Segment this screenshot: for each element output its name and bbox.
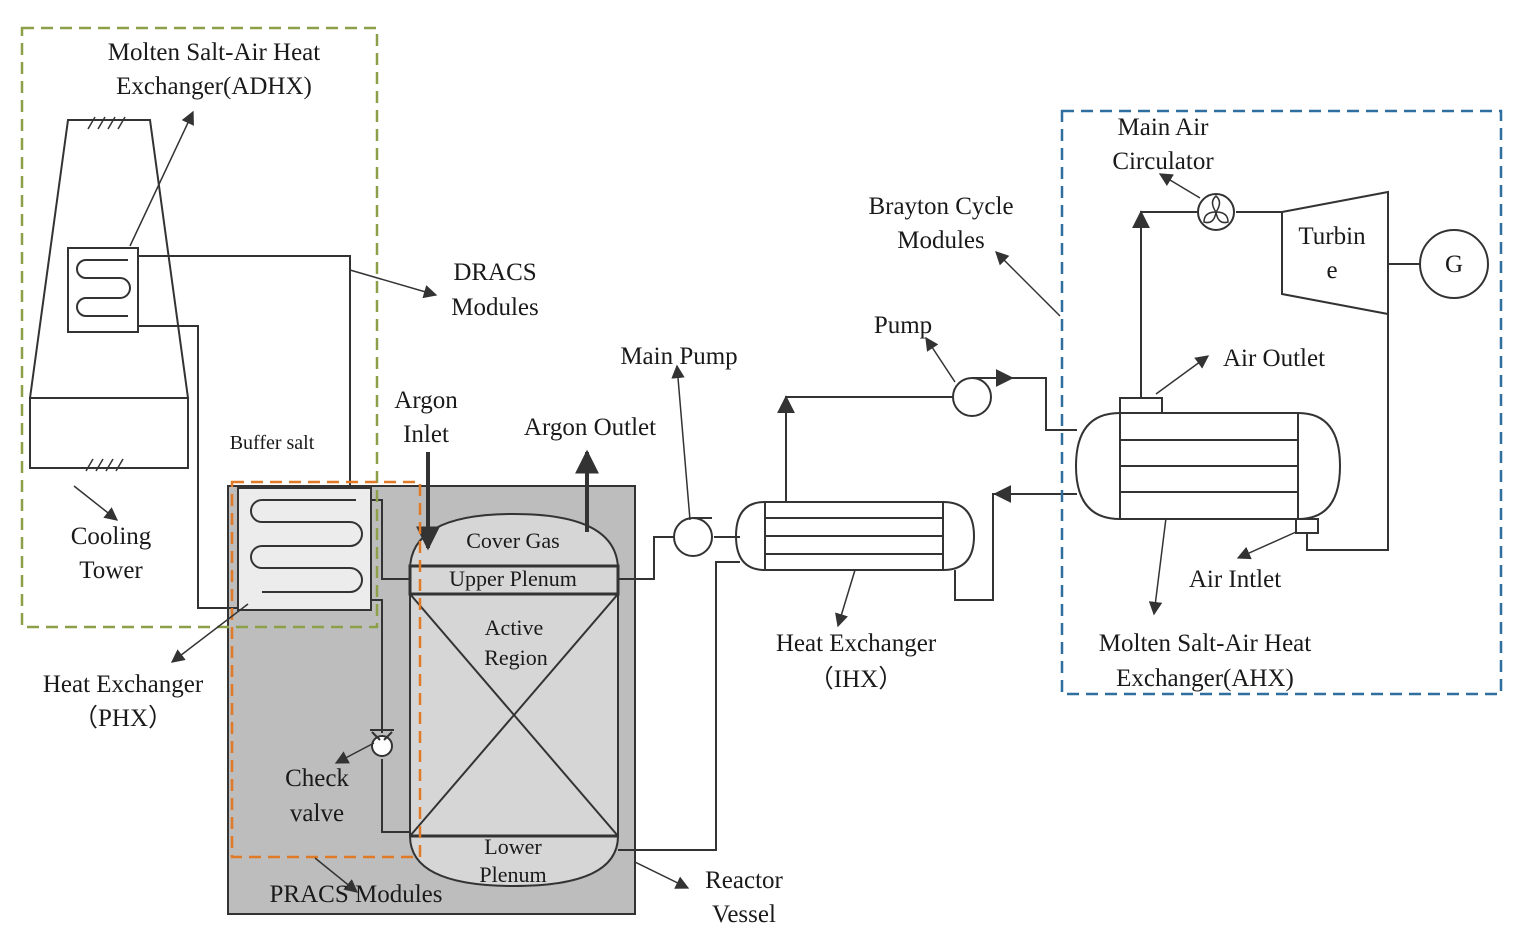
ahx-label-line2: Exchanger(AHX)	[1116, 665, 1294, 692]
pump-label: Pump	[874, 312, 932, 339]
brayton-label-line2: Modules	[897, 227, 985, 254]
generator-icon	[1419, 229, 1489, 299]
adhx-coil	[67, 247, 139, 333]
adhx-label-line2: Exchanger(ADHX)	[116, 73, 312, 100]
ahx-label-line1: Molten Salt-Air Heat	[1099, 630, 1312, 657]
tower-top-hatch	[87, 116, 126, 130]
fan-icon	[1197, 193, 1235, 231]
cooling-tower-label-line2: Tower	[79, 557, 143, 584]
main-air-circulator-label-line2: Circulator	[1112, 148, 1214, 175]
pump-icon	[952, 377, 992, 417]
active-region-diagonal-2	[409, 593, 619, 837]
primary-loop-piping	[618, 536, 740, 851]
reactor-vessel-label-line1: Reactor	[705, 867, 783, 894]
turbine-label-line1: Turbin	[1298, 223, 1366, 250]
turbine-icon	[1281, 190, 1389, 316]
check-valve-label-line1: Check	[285, 765, 349, 792]
pracs-module-border	[230, 480, 422, 859]
dracs-label-line2: Modules	[451, 294, 539, 321]
argon-inlet-label-line1: Argon	[394, 387, 458, 414]
ihx-exchanger	[734, 501, 976, 571]
active-region-label-line1: Active	[485, 615, 544, 640]
air-outlet-nozzle	[1119, 397, 1163, 414]
check-valve-icon	[370, 729, 394, 757]
ihx-label-line1: Heat Exchanger	[776, 630, 937, 657]
dracs-module-border	[20, 26, 379, 629]
lower-plenum-label-line1: Lower	[484, 834, 542, 859]
main-pump-icon	[673, 517, 713, 557]
dracs-label-line1: DRACS	[453, 259, 536, 286]
cooling-tower-label-line1: Cooling	[71, 523, 152, 550]
ahx-exchanger	[1074, 397, 1342, 534]
check-valve-label-line2: valve	[290, 800, 344, 827]
air-inlet-nozzle	[1295, 518, 1319, 534]
air-inlet-label: Air Intlet	[1189, 566, 1281, 593]
pracs-label: PRACS Modules	[270, 881, 443, 908]
upper-plenum-label: Upper Plenum	[449, 566, 577, 591]
argon-inlet-label-line2: Inlet	[403, 421, 449, 448]
callout-arrows	[73, 110, 1297, 893]
phx-coil	[237, 487, 372, 611]
turbine-label-line2: e	[1326, 257, 1337, 284]
buffer-salt-label: Buffer salt	[230, 432, 315, 454]
reactor-vessel-label-line2: Vessel	[712, 901, 776, 928]
main-pump-label: Main Pump	[620, 343, 737, 370]
active-region-label-line2: Region	[484, 645, 548, 670]
main-air-circulator-label-line1: Main Air	[1118, 114, 1210, 141]
dracs-piping	[138, 255, 351, 609]
adhx-label-line1: Molten Salt-Air Heat	[108, 39, 321, 66]
ihx-label-line2: （IHX）	[809, 665, 903, 693]
phx-label-line2: （PHX）	[73, 704, 173, 732]
cover-gas-label: Cover Gas	[466, 528, 559, 553]
lower-plenum-label-line2: Plenum	[479, 862, 546, 887]
air-outlet-label: Air Outlet	[1223, 345, 1325, 372]
generator-label: G	[1445, 251, 1463, 278]
argon-outlet-label: Argon Outlet	[524, 414, 656, 441]
tower-bottom-hatch	[85, 458, 124, 472]
brayton-label-line1: Brayton Cycle	[868, 193, 1013, 220]
brayton-module-border	[1060, 109, 1503, 696]
reactor-core	[408, 512, 620, 888]
phx-label-line1: Heat Exchanger	[43, 671, 204, 698]
